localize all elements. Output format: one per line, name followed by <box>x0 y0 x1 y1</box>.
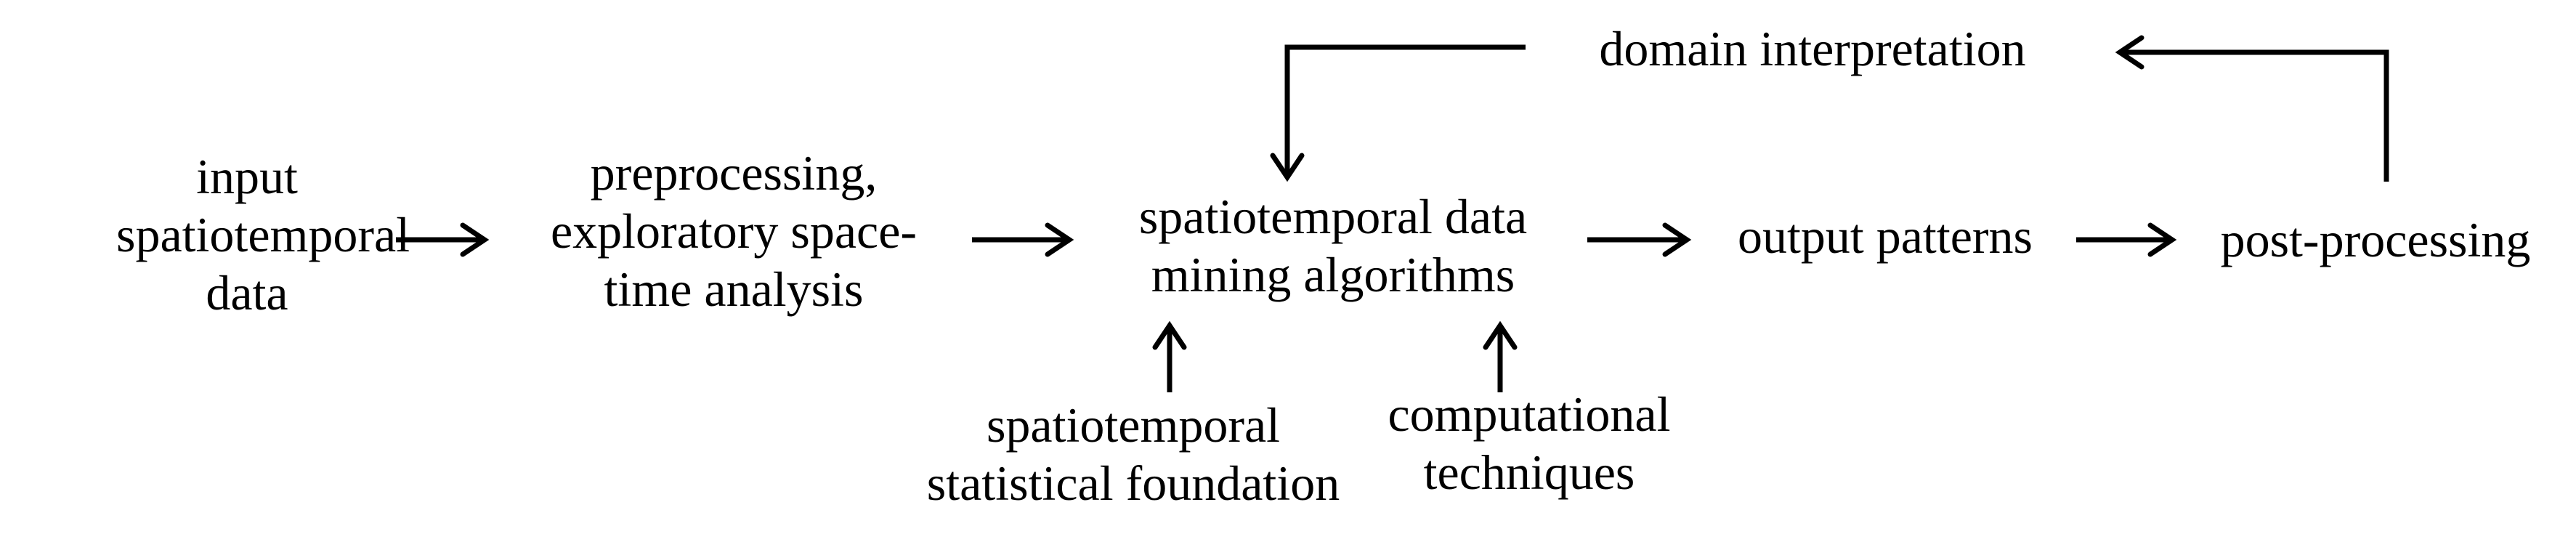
edge-interpretation-to-mining <box>1270 44 1526 182</box>
node-preprocessing-line-1: preprocessing, <box>590 145 878 201</box>
node-output-line-1: output patterns <box>1737 209 2033 264</box>
node-input: input spatiotemporal data <box>116 147 410 322</box>
node-input-line-3: data <box>206 265 288 320</box>
node-statistical: spatiotemporal statistical foundation <box>875 396 1391 512</box>
edge-postprocessing-to-interpretation <box>2115 35 2389 182</box>
edge-output-to-postprocessing <box>2076 222 2177 257</box>
node-postprocessing: post-processing <box>2187 211 2564 269</box>
node-mining-line-2: mining algorithms <box>1151 247 1515 302</box>
edge-input-to-preprocessing <box>396 222 490 257</box>
node-mining-line-1: spatiotemporal data <box>1138 189 1528 244</box>
node-input-line-2: spatiotemporal <box>116 207 410 262</box>
node-preprocessing-line-2: exploratory space- <box>550 203 918 259</box>
node-input-line-1: input <box>196 149 298 204</box>
node-computational: computational techniques <box>1358 385 1700 501</box>
node-interpretation: domain interpretation <box>1533 20 2092 78</box>
node-mining: spatiotemporal data mining algorithms <box>1082 187 1584 304</box>
edge-mining-to-output <box>1587 222 1692 257</box>
edge-statistical-to-mining <box>1152 320 1187 392</box>
node-postprocessing-line-1: post-processing <box>2220 212 2531 267</box>
edge-preprocessing-to-mining <box>972 222 1074 257</box>
node-statistical-line-1: spatiotemporal <box>986 397 1281 453</box>
node-preprocessing-line-3: time analysis <box>604 262 864 317</box>
edge-computational-to-mining <box>1483 320 1518 392</box>
node-computational-line-1: computational <box>1388 387 1671 442</box>
node-statistical-line-2: statistical foundation <box>926 456 1340 511</box>
node-preprocessing: preprocessing, exploratory space- time a… <box>501 144 966 318</box>
node-computational-line-2: techniques <box>1423 445 1635 500</box>
node-output: output patterns <box>1696 207 2074 265</box>
node-interpretation-line-1: domain interpretation <box>1599 21 2026 76</box>
